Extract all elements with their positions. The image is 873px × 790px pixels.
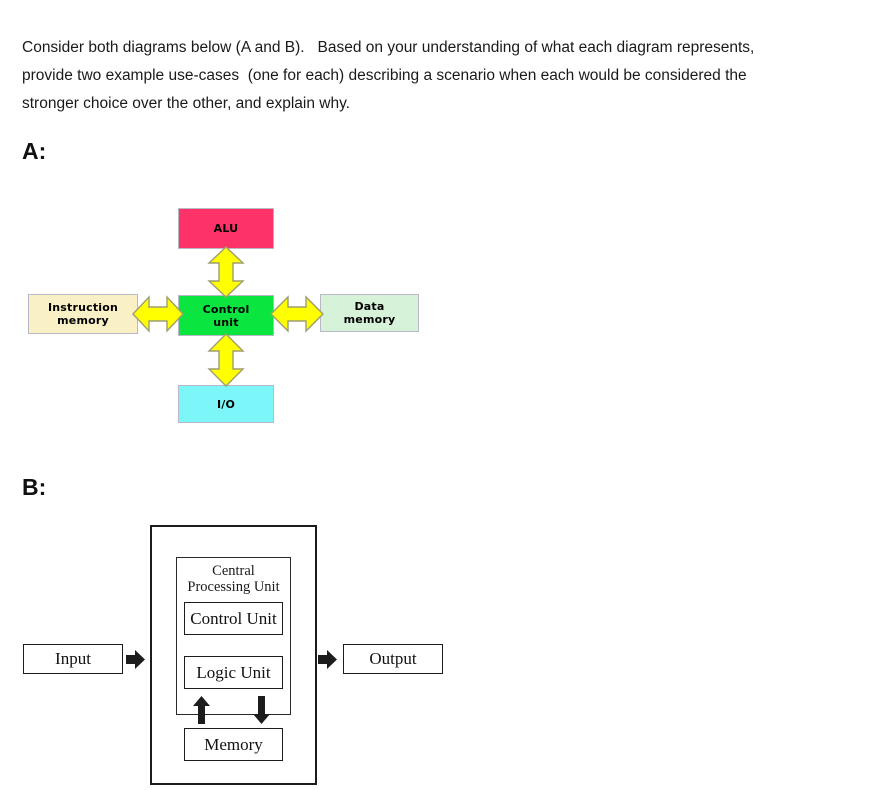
harvard-control-unit-box: Control unit	[178, 295, 274, 336]
harvard-double-arrow-horizontal-instruction-icon	[132, 295, 184, 333]
vonneumann-control-unit-box: Control Unit	[184, 602, 283, 635]
harvard-alu-box: ALU	[178, 208, 274, 249]
vonneumann-cpu-box: Central Processing Unit	[176, 557, 291, 715]
prompt-line-3: stronger choice over the other, and expl…	[22, 95, 350, 112]
vonneumann-cpu-label: Central Processing Unit	[177, 563, 290, 595]
vonneumann-output-box: Output	[343, 644, 443, 674]
prompt-line-2: provide two example use-cases (one for e…	[22, 67, 747, 84]
section-label-b: B:	[22, 474, 47, 500]
diagram-a-harvard-architecture: ALU Control unit I/O Instruction memory …	[0, 190, 470, 440]
vonneumann-arrow-up-memory-icon	[193, 696, 210, 724]
vonneumann-control-unit-label: Control Unit	[190, 608, 277, 628]
vonneumann-logic-unit-box: Logic Unit	[184, 656, 283, 689]
vonneumann-memory-box: Memory	[184, 728, 283, 761]
vonneumann-memory-label: Memory	[204, 734, 263, 754]
harvard-data-memory-box: Data memory	[320, 294, 419, 332]
harvard-double-arrow-vertical-alu-icon	[207, 246, 245, 298]
harvard-instruction-memory-label: Instruction memory	[48, 301, 118, 327]
harvard-control-unit-label-line2: unit	[213, 315, 239, 329]
vonneumann-arrow-right-output-icon	[318, 650, 337, 669]
section-label-a: A:	[22, 138, 47, 164]
prompt-line-1: Consider both diagrams below (A and B). …	[22, 39, 755, 56]
harvard-data-memory-label-line1: Data	[354, 300, 385, 313]
harvard-instruction-memory-label-line1: Instruction	[47, 301, 119, 314]
vonneumann-arrow-down-memory-icon	[253, 696, 270, 724]
harvard-data-memory-label-line2: memory	[343, 313, 396, 326]
harvard-control-unit-label-line1: Control	[202, 302, 250, 316]
vonneumann-arrow-right-input-icon	[126, 650, 145, 669]
vonneumann-logic-unit-label: Logic Unit	[196, 662, 271, 682]
harvard-double-arrow-vertical-io-icon	[207, 333, 245, 387]
harvard-double-arrow-horizontal-data-icon	[270, 295, 324, 333]
vonneumann-input-box: Input	[23, 644, 123, 674]
question-prompt: Consider both diagrams below (A and B). …	[22, 34, 854, 118]
vonneumann-input-label: Input	[55, 649, 91, 668]
harvard-control-unit-label: Control unit	[203, 303, 250, 329]
harvard-instruction-memory-label-line2: memory	[57, 314, 109, 327]
harvard-instruction-memory-box: Instruction memory	[28, 294, 138, 334]
vonneumann-cpu-label-line1: Central	[212, 563, 255, 579]
vonneumann-output-label: Output	[369, 649, 417, 668]
harvard-io-label: I/O	[216, 397, 236, 411]
harvard-alu-label: ALU	[213, 222, 239, 235]
vonneumann-cpu-label-line2: Processing Unit	[187, 579, 280, 595]
harvard-io-box: I/O	[178, 385, 274, 423]
harvard-data-memory-label: Data memory	[344, 300, 396, 326]
diagram-b-von-neumann-architecture: Central Processing Unit Control Unit Log…	[0, 520, 470, 790]
